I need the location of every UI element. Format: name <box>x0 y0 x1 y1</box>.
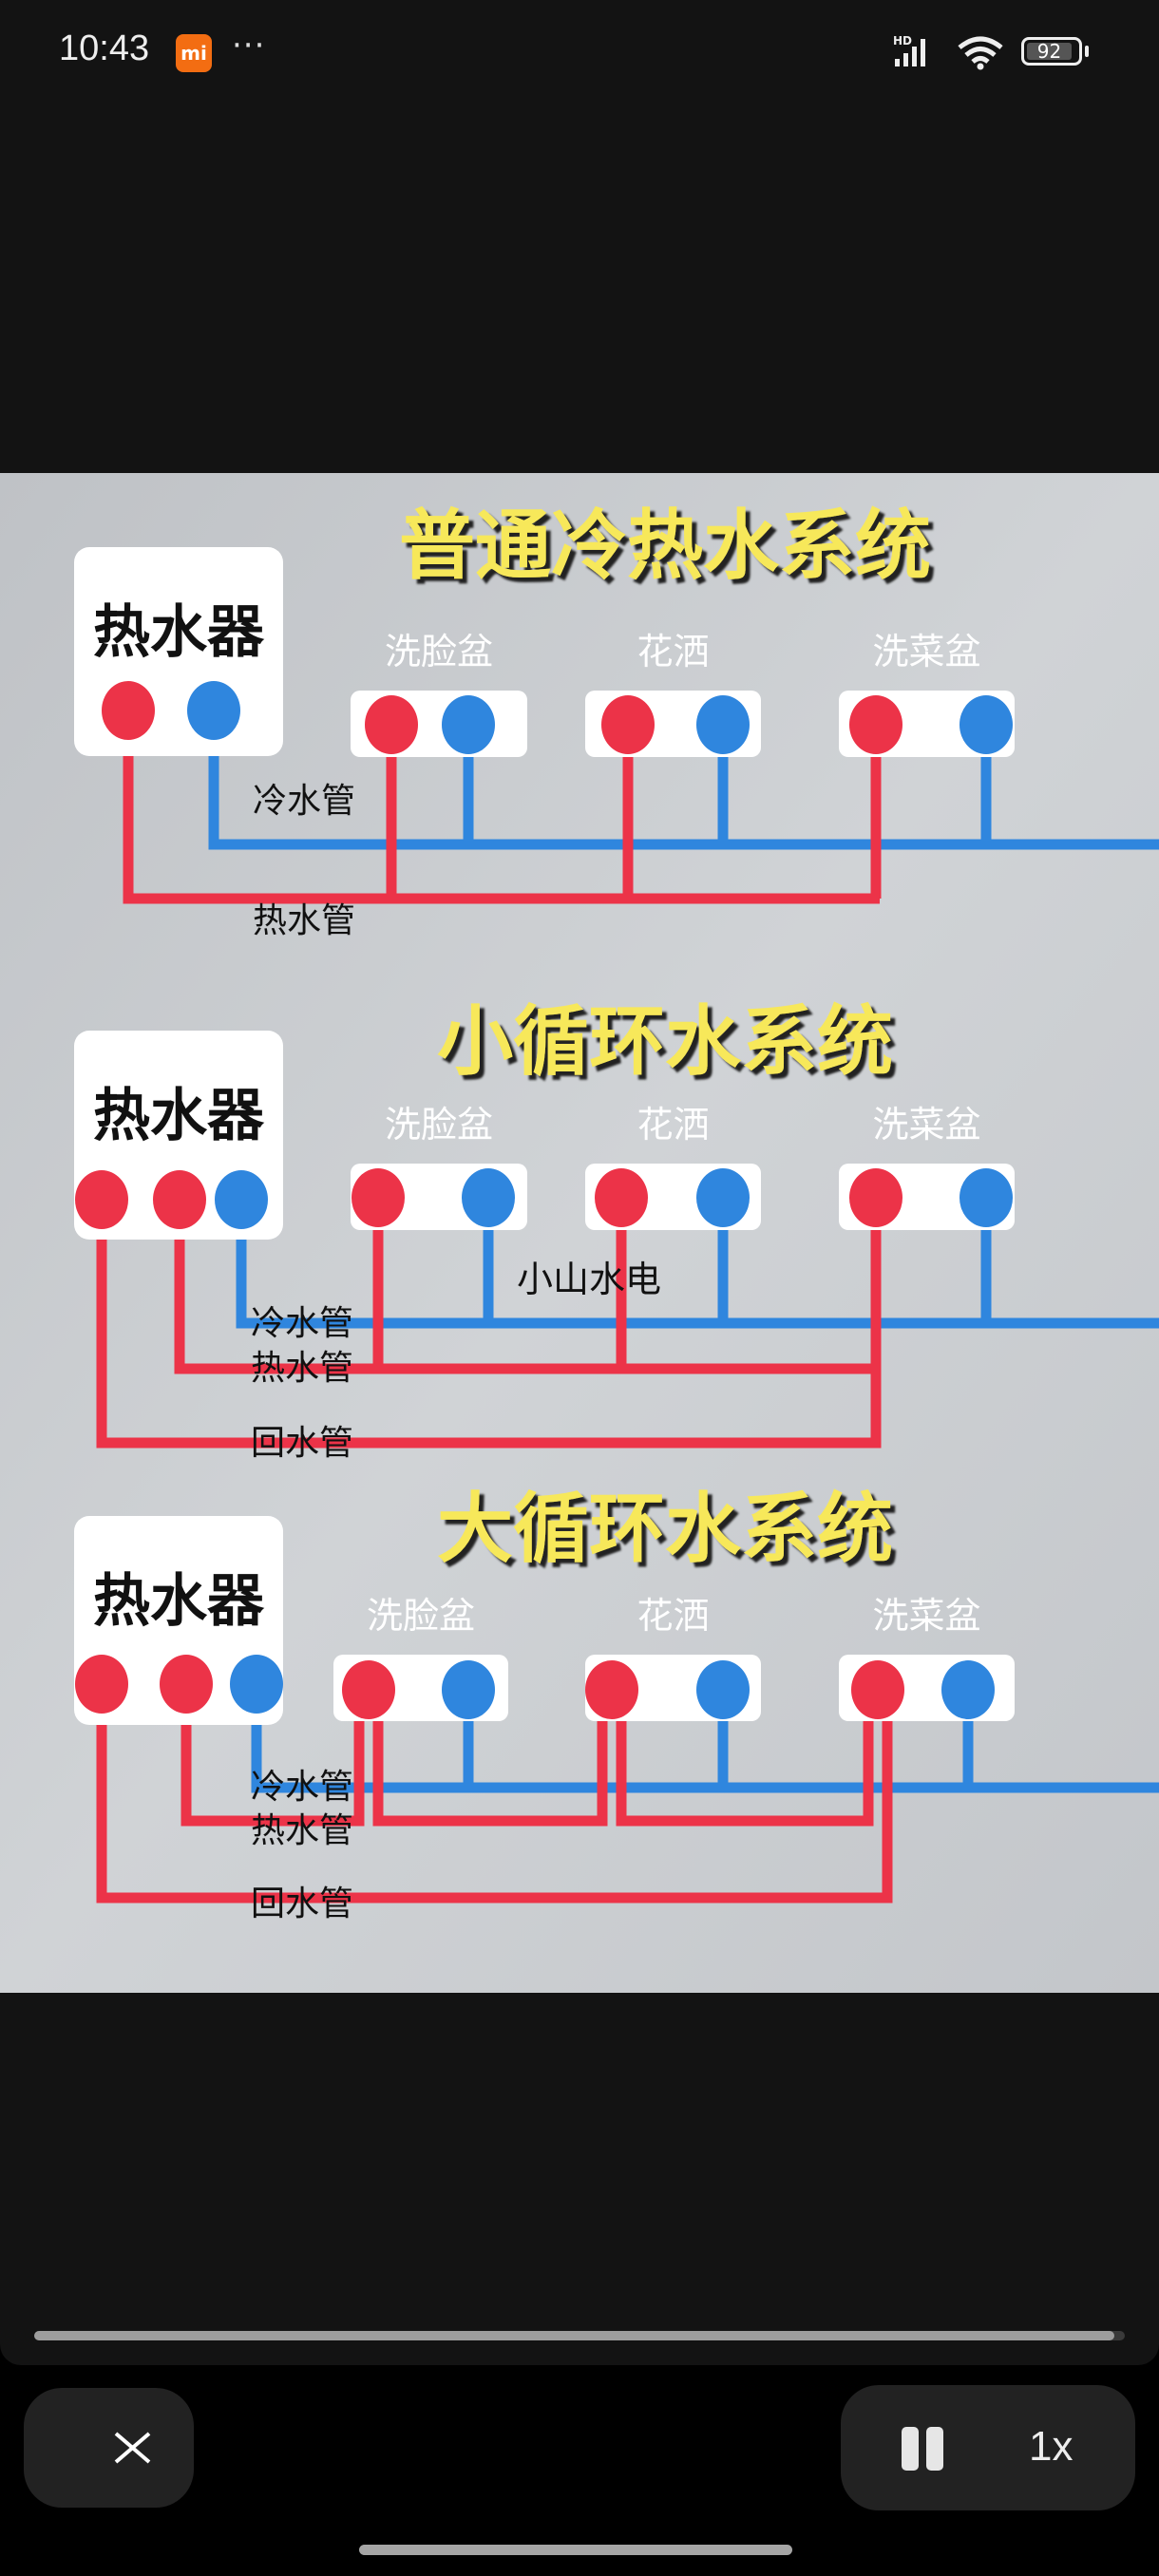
hot-outlet <box>75 1170 128 1229</box>
section-title: 普通冷热水系统 <box>399 502 931 590</box>
pipe-label: 热水管 <box>251 1811 353 1850</box>
fixture-label: 洗菜盆 <box>872 1104 980 1146</box>
battery-icon: 92 <box>1021 37 1082 66</box>
pipe-label: 热水管 <box>251 1349 353 1388</box>
cold-inlet <box>696 1168 750 1227</box>
status-time: 10:43 <box>59 28 150 68</box>
fixture-label: 洗菜盆 <box>872 1595 980 1637</box>
home-indicator[interactable] <box>359 2545 792 2555</box>
battery-tip <box>1085 46 1089 57</box>
section-title: 小循环水系统 <box>437 997 893 1086</box>
hot-inlet <box>595 1168 648 1227</box>
battery-level: 92 <box>1027 42 1072 61</box>
water-system-diagram: 热水器洗脸盆花洒洗菜盆普通冷热水系统热水器洗脸盆花洒洗菜盆小循环水系统热水器洗脸… <box>0 473 1159 1993</box>
cold-inlet <box>941 1660 995 1719</box>
fixture-label: 洗脸盆 <box>385 1104 493 1146</box>
hot-outlet <box>75 1655 128 1714</box>
cold-outlet <box>215 1170 268 1229</box>
hot-inlet <box>352 1168 405 1227</box>
cold-inlet <box>442 1660 495 1719</box>
hot-inlet <box>851 1660 904 1719</box>
video-viewer: 10:43 mi ··· HD 92 热水器洗脸盆花洒洗菜盆普 <box>0 0 1159 2365</box>
hot-inlet <box>365 695 418 754</box>
hot-inlet <box>601 695 655 754</box>
cold-water-pipe <box>236 1200 1159 1329</box>
fixture-label: 花洒 <box>636 631 709 672</box>
close-icon <box>114 2432 151 2464</box>
cold-inlet <box>960 1168 1013 1227</box>
more-notifications-icon: ··· <box>232 27 266 65</box>
fixture-label: 洗菜盆 <box>872 631 980 672</box>
water-heater-label: 热水器 <box>93 599 265 666</box>
pipe-label: 冷水管 <box>253 782 355 821</box>
pipe-label: 冷水管 <box>251 1768 353 1807</box>
hot-inlet <box>849 1168 902 1227</box>
pause-button[interactable] <box>898 2423 947 2472</box>
cold-outlet <box>187 681 240 740</box>
hot-inlet <box>585 1660 638 1719</box>
network-type-label: HD <box>893 34 912 47</box>
cold-inlet <box>960 695 1013 754</box>
fixture-label: 花洒 <box>636 1595 709 1637</box>
fixture-label: 花洒 <box>636 1104 709 1146</box>
water-heater-label: 热水器 <box>93 1568 265 1635</box>
hot-outlet <box>160 1655 213 1714</box>
cellular-signal-icon: HD <box>893 34 925 66</box>
cold-inlet <box>442 695 495 754</box>
return-water-pipe <box>96 1198 882 1449</box>
pipe-label: 回水管 <box>251 1885 353 1923</box>
video-progress-fill <box>34 2331 1114 2340</box>
wifi-icon <box>958 36 1003 70</box>
cold-inlet <box>696 695 750 754</box>
water-heater-box <box>74 1516 283 1725</box>
close-button[interactable] <box>24 2388 194 2508</box>
fixture-label: 洗脸盆 <box>367 1595 475 1637</box>
hot-water-pipe <box>174 1200 876 1374</box>
mi-app-icon: mi <box>176 34 212 72</box>
cold-inlet <box>696 1660 750 1719</box>
hot-inlet <box>849 695 902 754</box>
section-title: 大循环水系统 <box>437 1485 893 1573</box>
cold-inlet <box>462 1168 515 1227</box>
playback-speed-button[interactable]: 1x <box>1029 2423 1074 2470</box>
cold-outlet <box>230 1655 283 1714</box>
playback-controls: 1x <box>841 2385 1135 2510</box>
pipe-label: 回水管 <box>251 1424 353 1463</box>
hot-outlet <box>102 681 155 740</box>
hot-inlet <box>342 1660 395 1719</box>
hot-outlet <box>153 1170 206 1229</box>
fixture-label: 洗脸盆 <box>385 631 493 672</box>
water-heater-label: 热水器 <box>93 1083 265 1149</box>
video-progress-bar[interactable] <box>34 2331 1125 2340</box>
pipe-label: 热水管 <box>253 901 355 940</box>
pipe-label: 冷水管 <box>251 1304 353 1343</box>
watermark-text: 小山水电 <box>517 1259 661 1300</box>
status-bar: 10:43 mi ··· HD 92 <box>0 0 1159 100</box>
